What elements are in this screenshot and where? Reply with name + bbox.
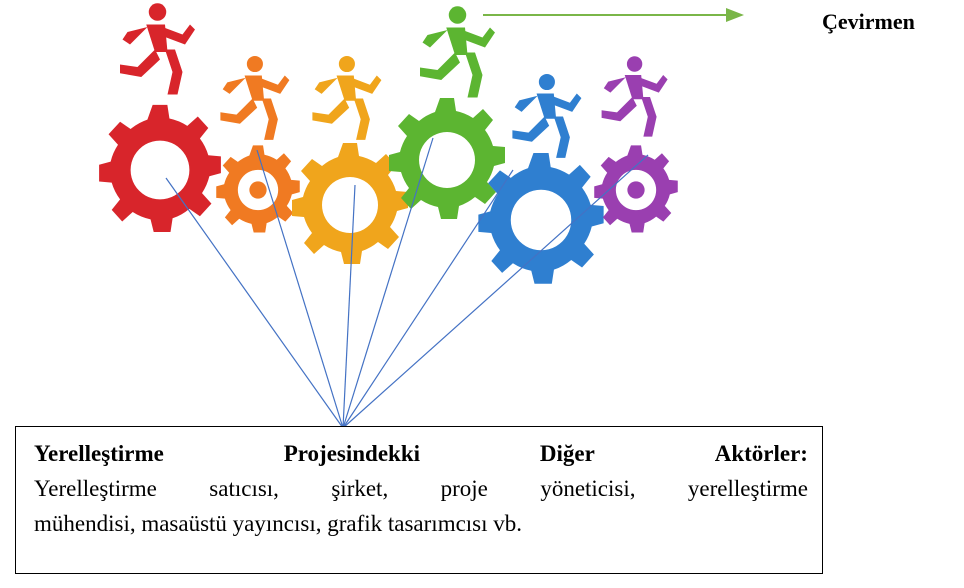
gear-icon xyxy=(389,98,505,219)
title-word: Yerelleştirme xyxy=(34,441,164,466)
runner-icon xyxy=(512,73,582,158)
actors-box: Yerelleştirme Projesindekki Diğer Aktörl… xyxy=(15,426,823,574)
title-word: Projesindekki xyxy=(283,441,421,466)
connector-lines xyxy=(165,137,649,429)
gear-icon xyxy=(478,153,604,284)
title-word: Diğer xyxy=(539,441,595,466)
arrow-icon xyxy=(483,8,744,22)
actors-line: Yerelleştirme satıcısı, şirket, proje yö… xyxy=(34,476,808,501)
translator-label: Çevirmen xyxy=(822,9,915,34)
actors-line: mühendisi, masaüstü yayıncısı, grafik ta… xyxy=(34,511,523,536)
runner-icon xyxy=(420,6,495,98)
runner-icon xyxy=(120,3,195,95)
gear-icon xyxy=(594,145,678,233)
title-word: Aktörler: xyxy=(714,441,808,466)
runner-icon xyxy=(312,55,382,140)
actors-title: Yerelleştirme Projesindekki Diğer Aktörl… xyxy=(34,436,808,471)
runner-icon xyxy=(601,56,668,137)
gear-icon xyxy=(99,104,221,232)
runner-icon xyxy=(220,55,290,140)
gear-icon xyxy=(216,145,300,233)
